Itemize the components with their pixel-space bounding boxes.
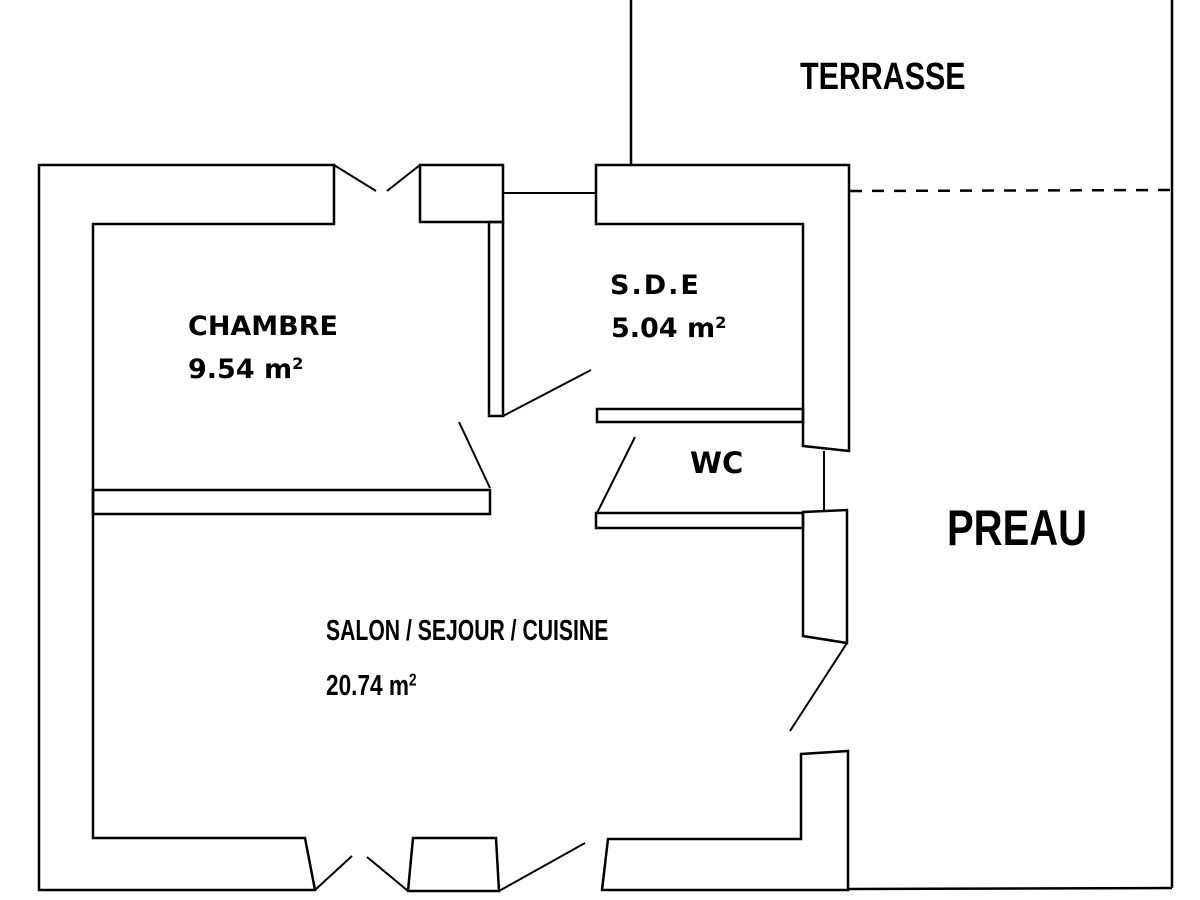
- partition-sde-wc: [595, 407, 805, 424]
- area-exponent: 2: [715, 313, 727, 333]
- room-label-sde: S.D.E: [610, 270, 701, 301]
- door-swing-wc: [596, 436, 636, 514]
- room-area-chambre: 9.54 m2: [188, 354, 303, 385]
- terrasse-boundary: [629, 0, 1174, 888]
- preau-dashed-boundary: [849, 188, 1173, 193]
- door-swing-sde: [502, 369, 592, 417]
- door-swing-chambre-top-right: [386, 164, 421, 192]
- partition-chambre-salon: [91, 488, 492, 516]
- partition-chambre-sde: [487, 220, 505, 418]
- area-exponent: 2: [409, 669, 417, 690]
- area-exponent: 2: [292, 354, 304, 374]
- door-swing-chambre: [458, 421, 491, 489]
- room-label-wc: WC: [690, 446, 744, 480]
- door-swing-chambre-top-left: [333, 164, 377, 192]
- wall-block-top: [418, 163, 505, 224]
- partition-wc-salon: [594, 511, 805, 530]
- room-label-terrasse: TERRASSE: [800, 56, 966, 98]
- wall-top-left: [37, 163, 336, 892]
- door-swing-bottom-left-b: [366, 856, 409, 892]
- room-area-sde: 5.04 m2: [611, 313, 726, 344]
- wall-bottom-right: [600, 749, 850, 892]
- preau-bottom-boundary: [847, 886, 1173, 891]
- wall-block-bottom: [406, 836, 501, 893]
- door-swing-preau: [789, 642, 848, 732]
- area-value: 20.74 m: [326, 670, 410, 702]
- wall-sde-right: [594, 163, 851, 453]
- area-value: 9.54 m: [188, 354, 293, 385]
- door-swing-bottom-right: [498, 842, 586, 892]
- wall-right-mid: [801, 508, 849, 645]
- room-label-salon: SALON / SEJOUR / CUISINE: [326, 615, 609, 647]
- room-label-chambre: CHAMBRE: [188, 311, 338, 342]
- room-area-salon: 20.74 m2: [326, 670, 417, 703]
- door-swing-bottom-left-a: [314, 855, 353, 891]
- room-label-preau: PREAU: [947, 500, 1088, 556]
- area-value: 5.04 m: [611, 313, 716, 344]
